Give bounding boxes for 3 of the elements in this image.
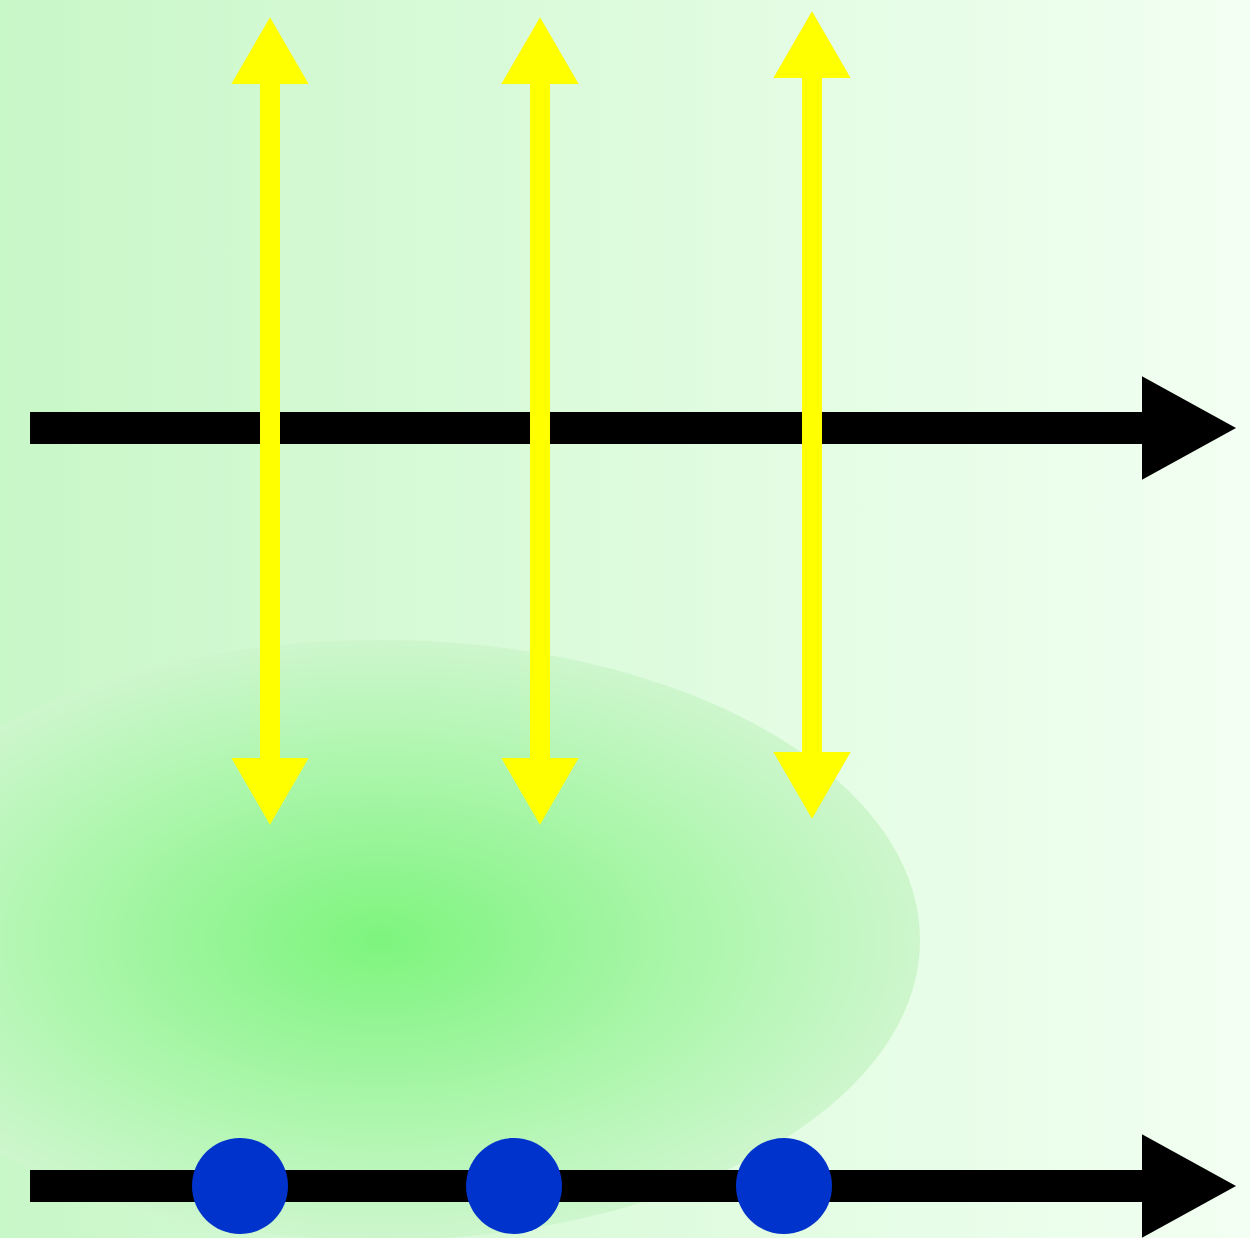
dot <box>736 1138 832 1234</box>
dot <box>466 1138 562 1234</box>
dot <box>192 1138 288 1234</box>
